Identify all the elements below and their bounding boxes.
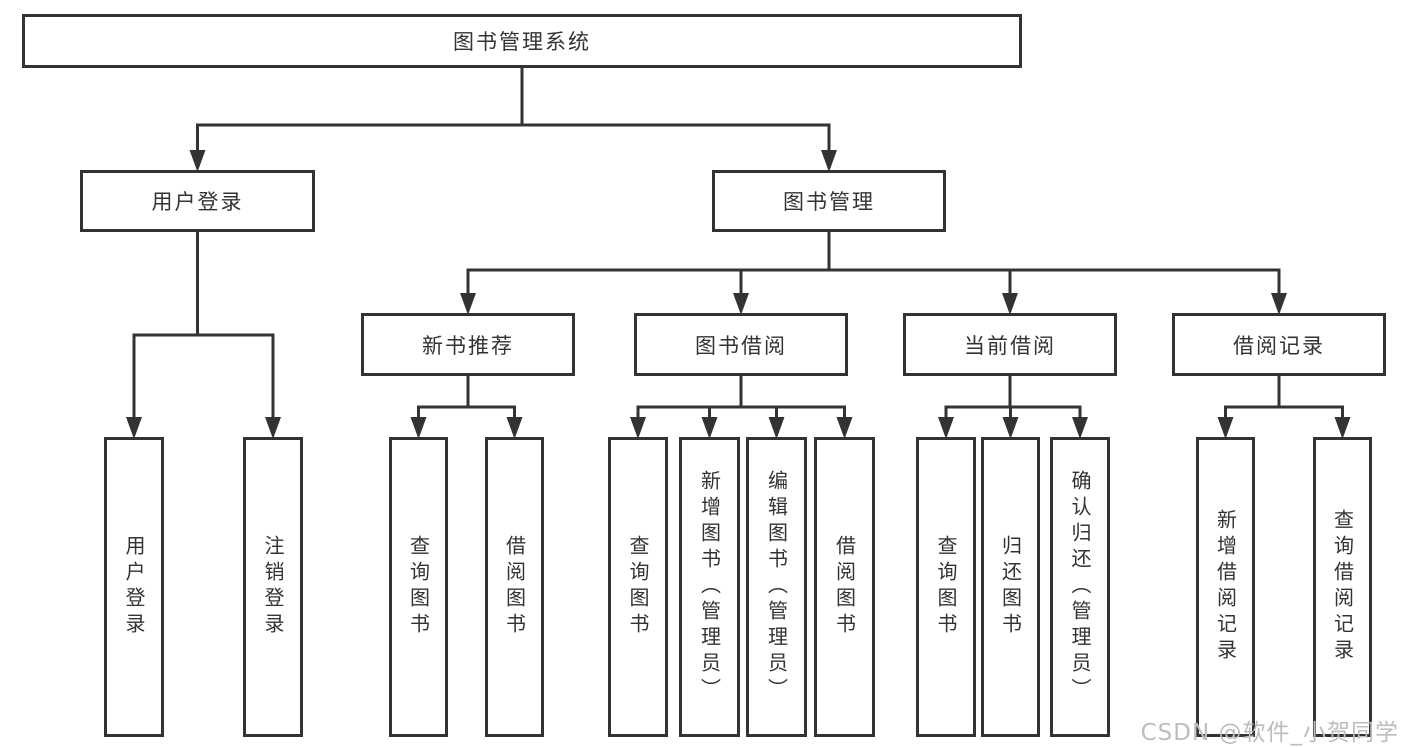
arrowhead-icon xyxy=(265,417,281,439)
arrowhead-icon xyxy=(189,150,206,172)
arrowhead-icon xyxy=(733,293,749,315)
node-label-root: 图书管理系统 xyxy=(453,30,591,54)
node-label-leaf-borrow-books-1: 借阅图书 xyxy=(502,535,527,639)
node-leaf-query-record: 查询借阅记录 xyxy=(1313,437,1372,737)
node-leaf-edit-books: 编辑图书（管理员） xyxy=(746,437,807,737)
node-label-leaf-confirm-return: 确认归还（管理员） xyxy=(1068,470,1092,704)
node-book-borrow: 图书借阅 xyxy=(634,313,848,376)
arrowhead-icon xyxy=(1072,417,1088,439)
node-leaf-query-books-3: 查询图书 xyxy=(916,437,976,737)
arrowhead-icon xyxy=(506,417,523,439)
node-leaf-query-books-1: 查询图书 xyxy=(389,437,448,737)
arrowhead-icon xyxy=(410,417,427,439)
arrowhead-icon xyxy=(701,417,718,439)
node-leaf-return-books: 归还图书 xyxy=(981,437,1040,737)
arrowhead-icon xyxy=(460,293,476,315)
arrowhead-icon xyxy=(938,417,954,439)
node-leaf-query-books-2: 查询图书 xyxy=(608,437,668,737)
node-label-leaf-logout: 注销登录 xyxy=(261,535,285,639)
node-root: 图书管理系统 xyxy=(22,14,1022,68)
arrowhead-icon xyxy=(126,417,142,439)
node-user-login: 用户登录 xyxy=(80,170,315,232)
arrowhead-icon xyxy=(1334,417,1351,439)
node-label-new-books: 新书推荐 xyxy=(422,333,514,358)
node-label-leaf-return-books: 归还图书 xyxy=(998,535,1023,639)
node-leaf-borrow-books-1: 借阅图书 xyxy=(485,437,544,737)
node-label-leaf-user-login: 用户登录 xyxy=(122,535,146,639)
node-leaf-add-record: 新增借阅记录 xyxy=(1196,437,1255,737)
node-leaf-logout: 注销登录 xyxy=(243,437,303,737)
node-label-book-mgmt: 图书管理 xyxy=(783,190,875,214)
arrowhead-icon xyxy=(836,417,853,439)
node-label-book-borrow: 图书借阅 xyxy=(695,333,787,358)
arrowhead-icon xyxy=(1002,293,1018,315)
watermark: CSDN @软件_小贺同学 xyxy=(1140,720,1399,746)
node-label-leaf-query-books-3: 查询图书 xyxy=(934,535,958,639)
arrowhead-icon xyxy=(1217,417,1234,439)
node-label-leaf-add-books: 新增图书（管理员） xyxy=(697,470,722,704)
arrowhead-icon xyxy=(821,150,837,172)
node-label-user-login: 用户登录 xyxy=(151,190,244,214)
node-leaf-user-login: 用户登录 xyxy=(104,437,164,737)
node-current-borrow: 当前借阅 xyxy=(903,313,1117,376)
node-label-leaf-query-books-1: 查询图书 xyxy=(406,535,431,639)
node-label-leaf-add-record: 新增借阅记录 xyxy=(1213,509,1238,665)
node-label-borrow-records: 借阅记录 xyxy=(1233,333,1325,358)
node-borrow-records: 借阅记录 xyxy=(1172,313,1386,376)
arrowhead-icon xyxy=(768,417,785,439)
arrowhead-icon xyxy=(1002,417,1019,439)
node-label-current-borrow: 当前借阅 xyxy=(964,333,1056,358)
node-leaf-add-books: 新增图书（管理员） xyxy=(679,437,740,737)
arrowhead-icon xyxy=(630,417,646,439)
arrowhead-icon xyxy=(1271,293,1287,315)
node-label-leaf-query-record: 查询借阅记录 xyxy=(1330,509,1355,665)
node-new-books: 新书推荐 xyxy=(361,313,575,376)
node-leaf-confirm-return: 确认归还（管理员） xyxy=(1050,437,1110,737)
node-label-leaf-borrow-books-2: 借阅图书 xyxy=(832,535,857,639)
node-label-leaf-query-books-2: 查询图书 xyxy=(626,535,650,639)
node-label-leaf-edit-books: 编辑图书（管理员） xyxy=(764,470,789,704)
node-book-mgmt: 图书管理 xyxy=(712,170,946,232)
node-leaf-borrow-books-2: 借阅图书 xyxy=(814,437,875,737)
